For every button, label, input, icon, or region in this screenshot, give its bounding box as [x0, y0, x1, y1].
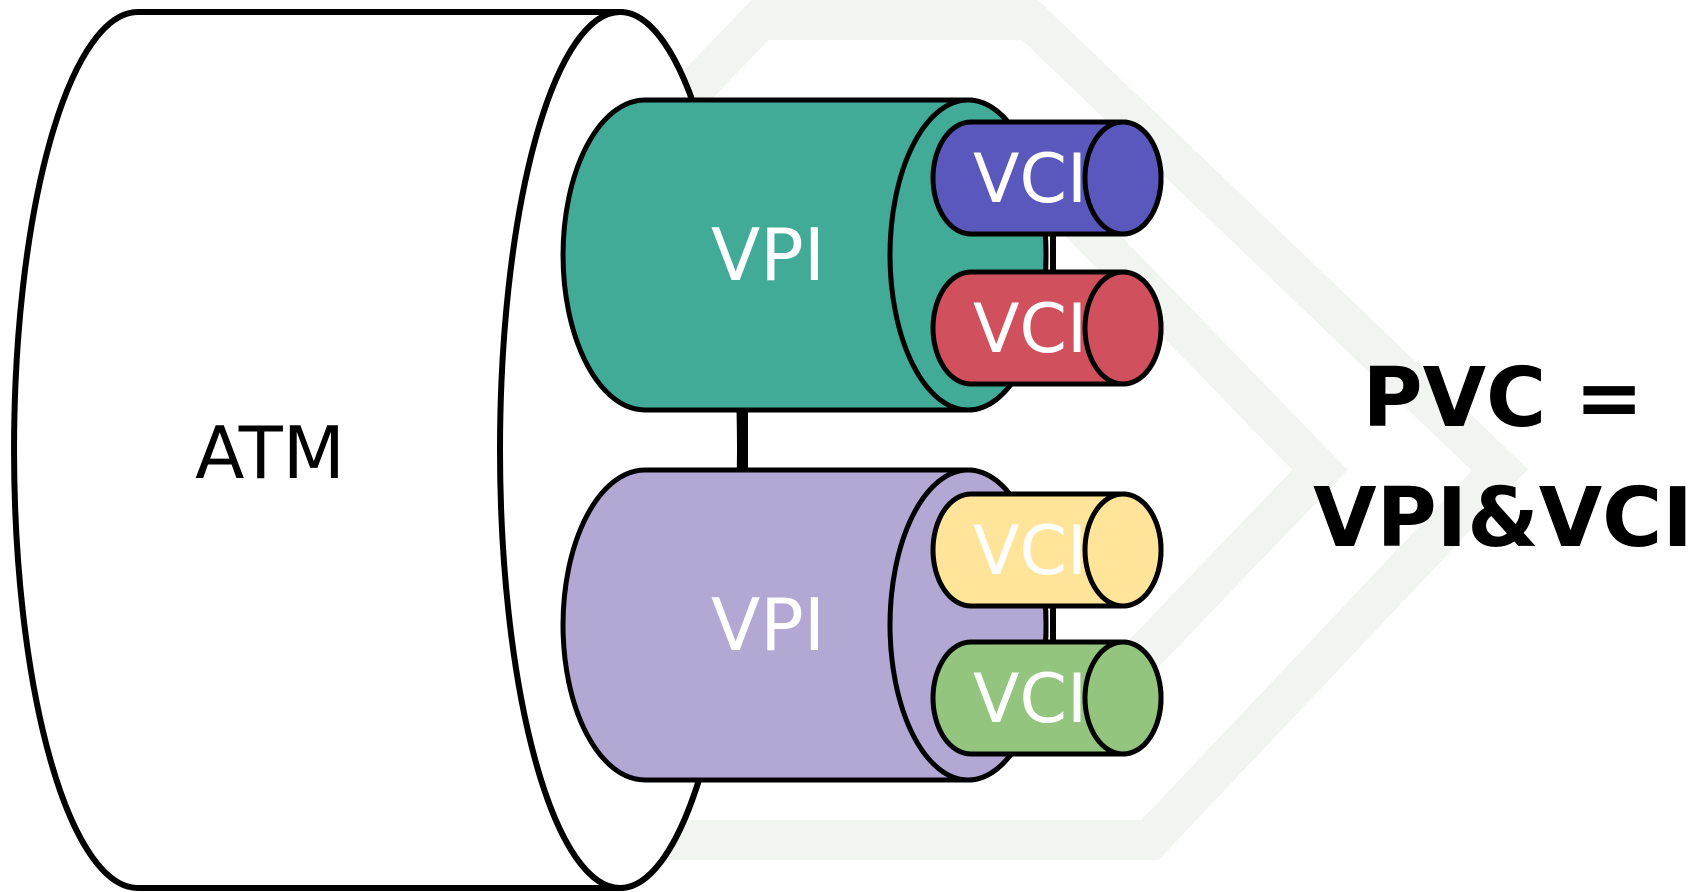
vci-tube-2 [930, 269, 1164, 387]
vci-label-3: VCI [973, 512, 1087, 591]
vci-label-4: VCI [973, 660, 1087, 739]
vci-label-1: VCI [973, 140, 1087, 219]
equation-line-2: VPI&VCI [1313, 471, 1693, 566]
atm-label: ATM [195, 411, 345, 495]
vci-label-2: VCI [973, 290, 1087, 369]
vci-tube-1-end [1082, 119, 1164, 237]
vci-tube-1 [930, 119, 1164, 237]
vci-tube-2-end [1082, 269, 1164, 387]
equation-line-1: PVC = [1363, 351, 1644, 446]
vpi-label-2: VPI [711, 583, 825, 667]
vpi-label-1: VPI [711, 213, 825, 297]
vci-tube-4 [930, 639, 1164, 757]
vci-tube-3-end [1082, 491, 1164, 609]
vci-tube-3 [930, 491, 1164, 609]
vci-tube-4-end [1082, 639, 1164, 757]
connector-lines [742, 234, 1056, 642]
